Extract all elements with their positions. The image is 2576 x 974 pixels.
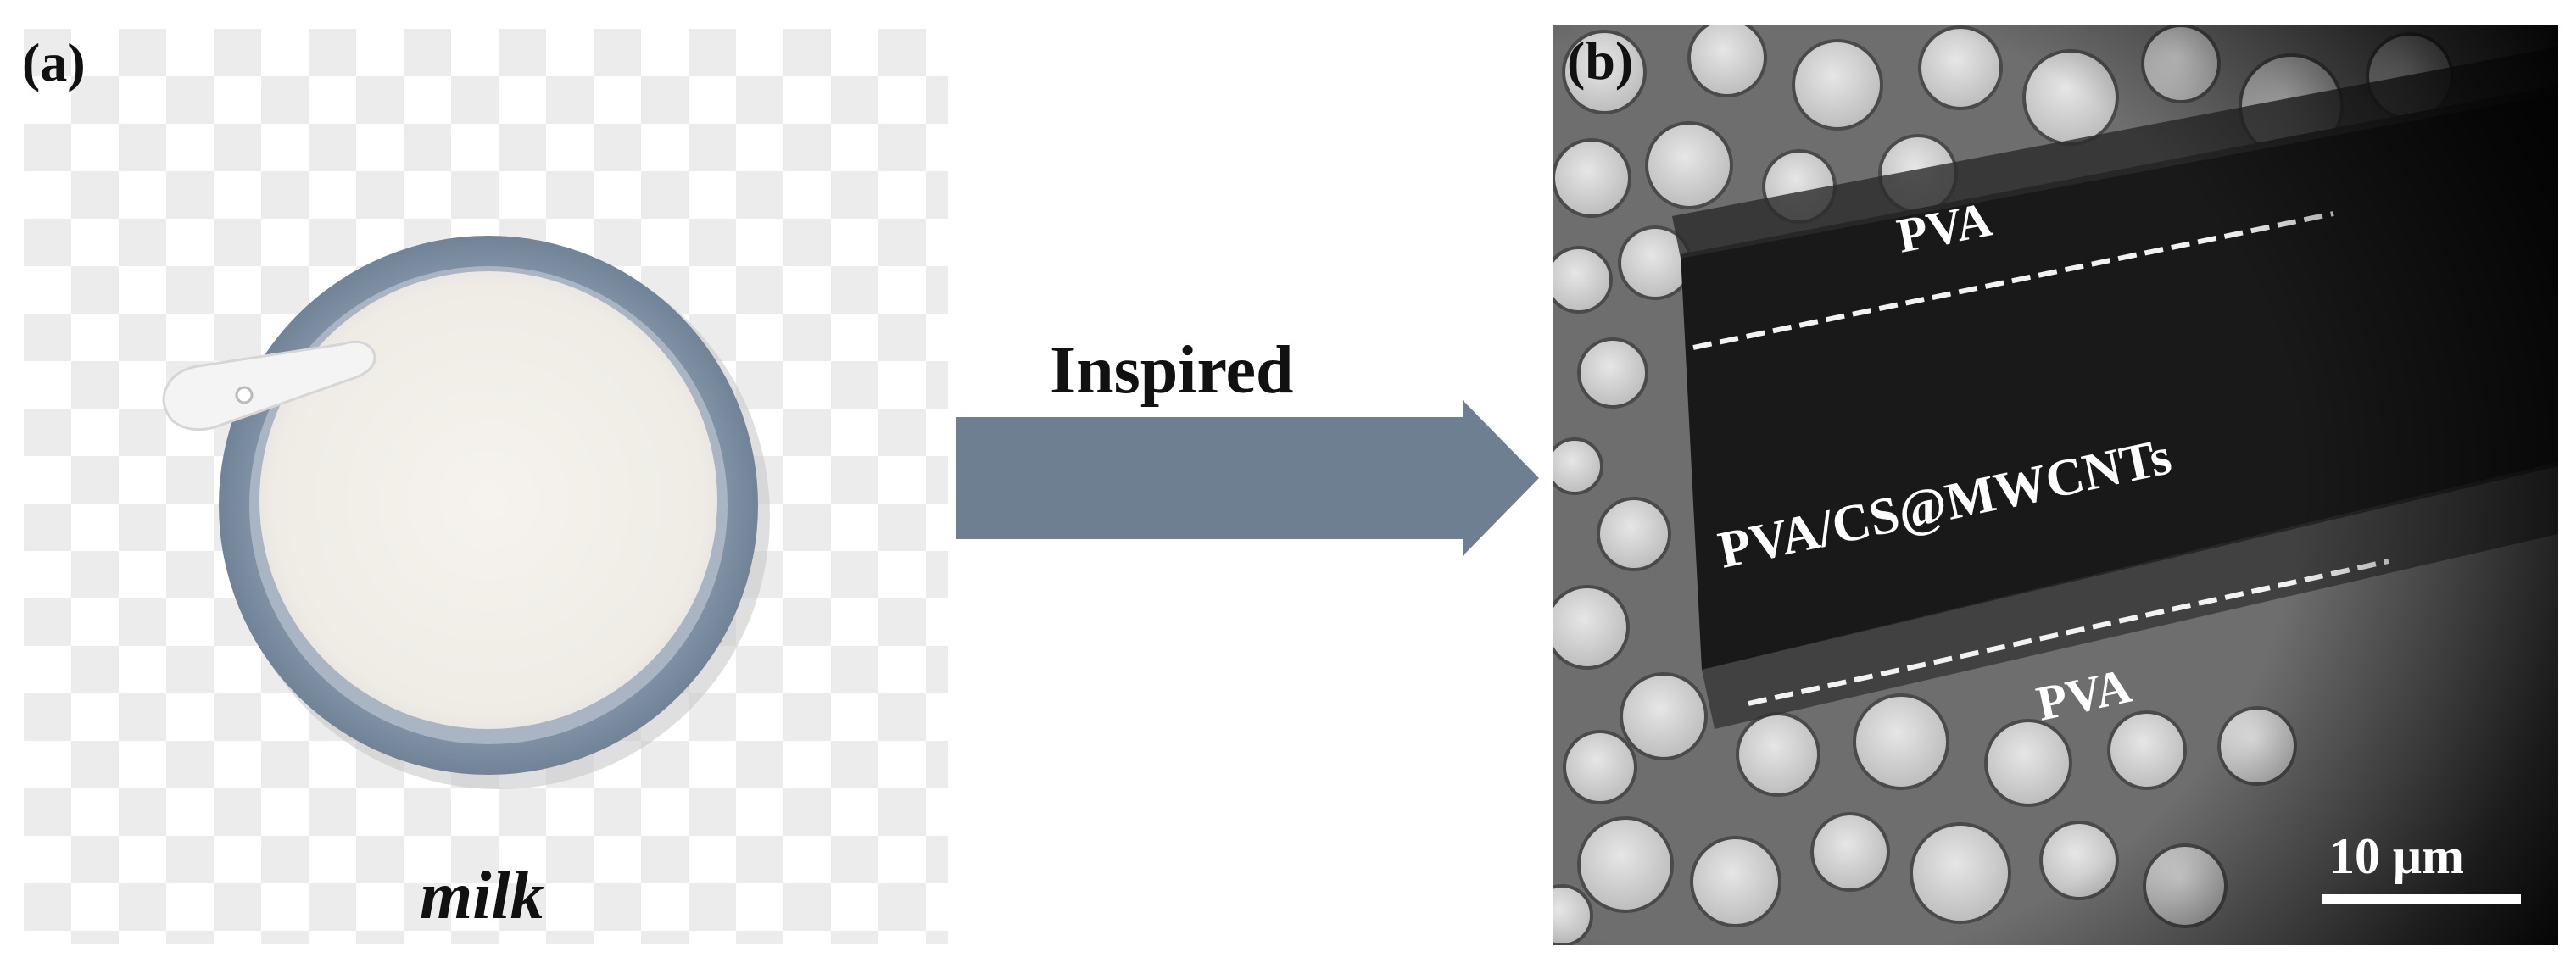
inspired-label: Inspired <box>1050 333 1294 408</box>
sem-micrograph: PVA PVA/CS@MWCNTs PVA 10 μm <box>1553 25 2558 945</box>
micrograph-vignette <box>1553 25 2558 945</box>
panel-b-letter: (b) <box>1567 31 1634 91</box>
milk-bowl-photo <box>24 29 948 944</box>
panel-b-micrograph: PVA PVA/CS@MWCNTs PVA 10 μm <box>1553 25 2558 945</box>
spoon <box>162 340 376 431</box>
panel-a-milk-photo <box>24 29 948 944</box>
panel-a-letter: (a) <box>22 32 86 92</box>
inspired-arrow <box>954 314 1547 568</box>
milk-surface <box>259 271 717 729</box>
scale-bar <box>2322 894 2521 904</box>
right-arrow-icon <box>956 400 1539 556</box>
scale-bar-label: 10 μm <box>2329 828 2464 884</box>
milk-caption: milk <box>420 859 544 933</box>
